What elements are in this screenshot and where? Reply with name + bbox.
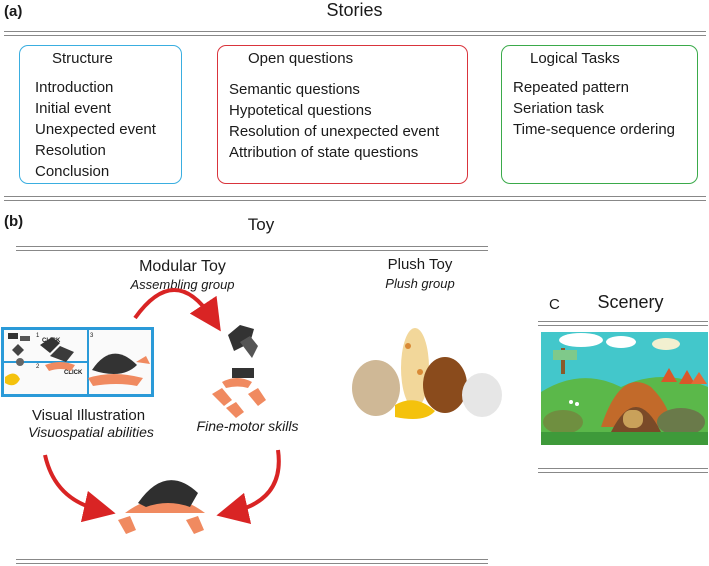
structure-item: Introduction <box>35 79 114 96</box>
assembled-toy <box>118 480 205 534</box>
structure-item: Unexpected event <box>35 121 156 138</box>
open-questions-item: Attribution of state questions <box>229 144 419 161</box>
logical-tasks-item: Repeated pattern <box>513 79 629 96</box>
structure-item: Initial event <box>35 100 111 117</box>
scenery-image <box>541 332 708 445</box>
panel-c-label: C <box>549 296 560 313</box>
panel-a-label: (a) <box>4 3 23 20</box>
process-arrows <box>43 288 281 525</box>
panel-b-title: Toy <box>247 215 275 234</box>
structure-heading: Structure <box>52 50 113 67</box>
panel-a-title: Stories <box>326 0 383 20</box>
structure-item: Resolution <box>35 142 106 159</box>
modular-toy-title: Modular Toy <box>139 258 226 275</box>
instruction-step-number: 1 <box>36 333 40 339</box>
panel-a-top-rule <box>4 31 706 36</box>
structure-item: Conclusion <box>35 163 110 180</box>
logical-tasks-item: Seriation task <box>513 100 604 117</box>
open-questions-box: Open questions Semantic questions Hypote… <box>217 45 468 184</box>
panel-b-label: (b) <box>4 213 24 230</box>
panel-b-top-rule <box>16 246 488 251</box>
visual-illustration-subtitle: Visuospatial abilities <box>28 424 154 440</box>
open-questions-item: Resolution of unexpected event <box>229 123 440 140</box>
open-questions-heading: Open questions <box>248 50 354 67</box>
open-questions-item: Semantic questions <box>229 81 360 98</box>
plush-toys <box>352 328 502 419</box>
click-label: CLICK <box>64 370 83 376</box>
panel-c-bottom-rule <box>538 468 708 473</box>
logical-tasks-item: Time-sequence ordering <box>513 121 676 138</box>
modular-toy-subtitle: Assembling group <box>130 277 235 292</box>
panel-a-bottom-rule <box>4 196 706 201</box>
logical-tasks-heading: Logical Tasks <box>530 50 620 67</box>
plush-toy-title: Plush Toy <box>387 256 453 273</box>
plush-toy-subtitle: Plush group <box>385 276 455 291</box>
panel-c-title: Scenery <box>597 292 664 312</box>
instruction-step-number: 2 <box>36 364 40 370</box>
structure-box: Structure Introduction Initial event Une… <box>19 45 182 184</box>
fine-motor-subtitle: Fine-motor skills <box>196 418 299 434</box>
logical-tasks-box: Logical Tasks Repeated pattern Seriation… <box>501 45 698 184</box>
panel-b-bottom-rule <box>16 559 488 564</box>
panel-c-top-rule <box>538 321 708 326</box>
exploded-toy-parts <box>212 325 266 418</box>
visual-illustration-title: Visual Illustration <box>31 407 146 424</box>
open-questions-item: Hypotetical questions <box>229 102 372 119</box>
instruction-divider <box>4 361 88 363</box>
instruction-pieces <box>5 333 150 386</box>
instruction-step-number: 3 <box>90 333 94 339</box>
